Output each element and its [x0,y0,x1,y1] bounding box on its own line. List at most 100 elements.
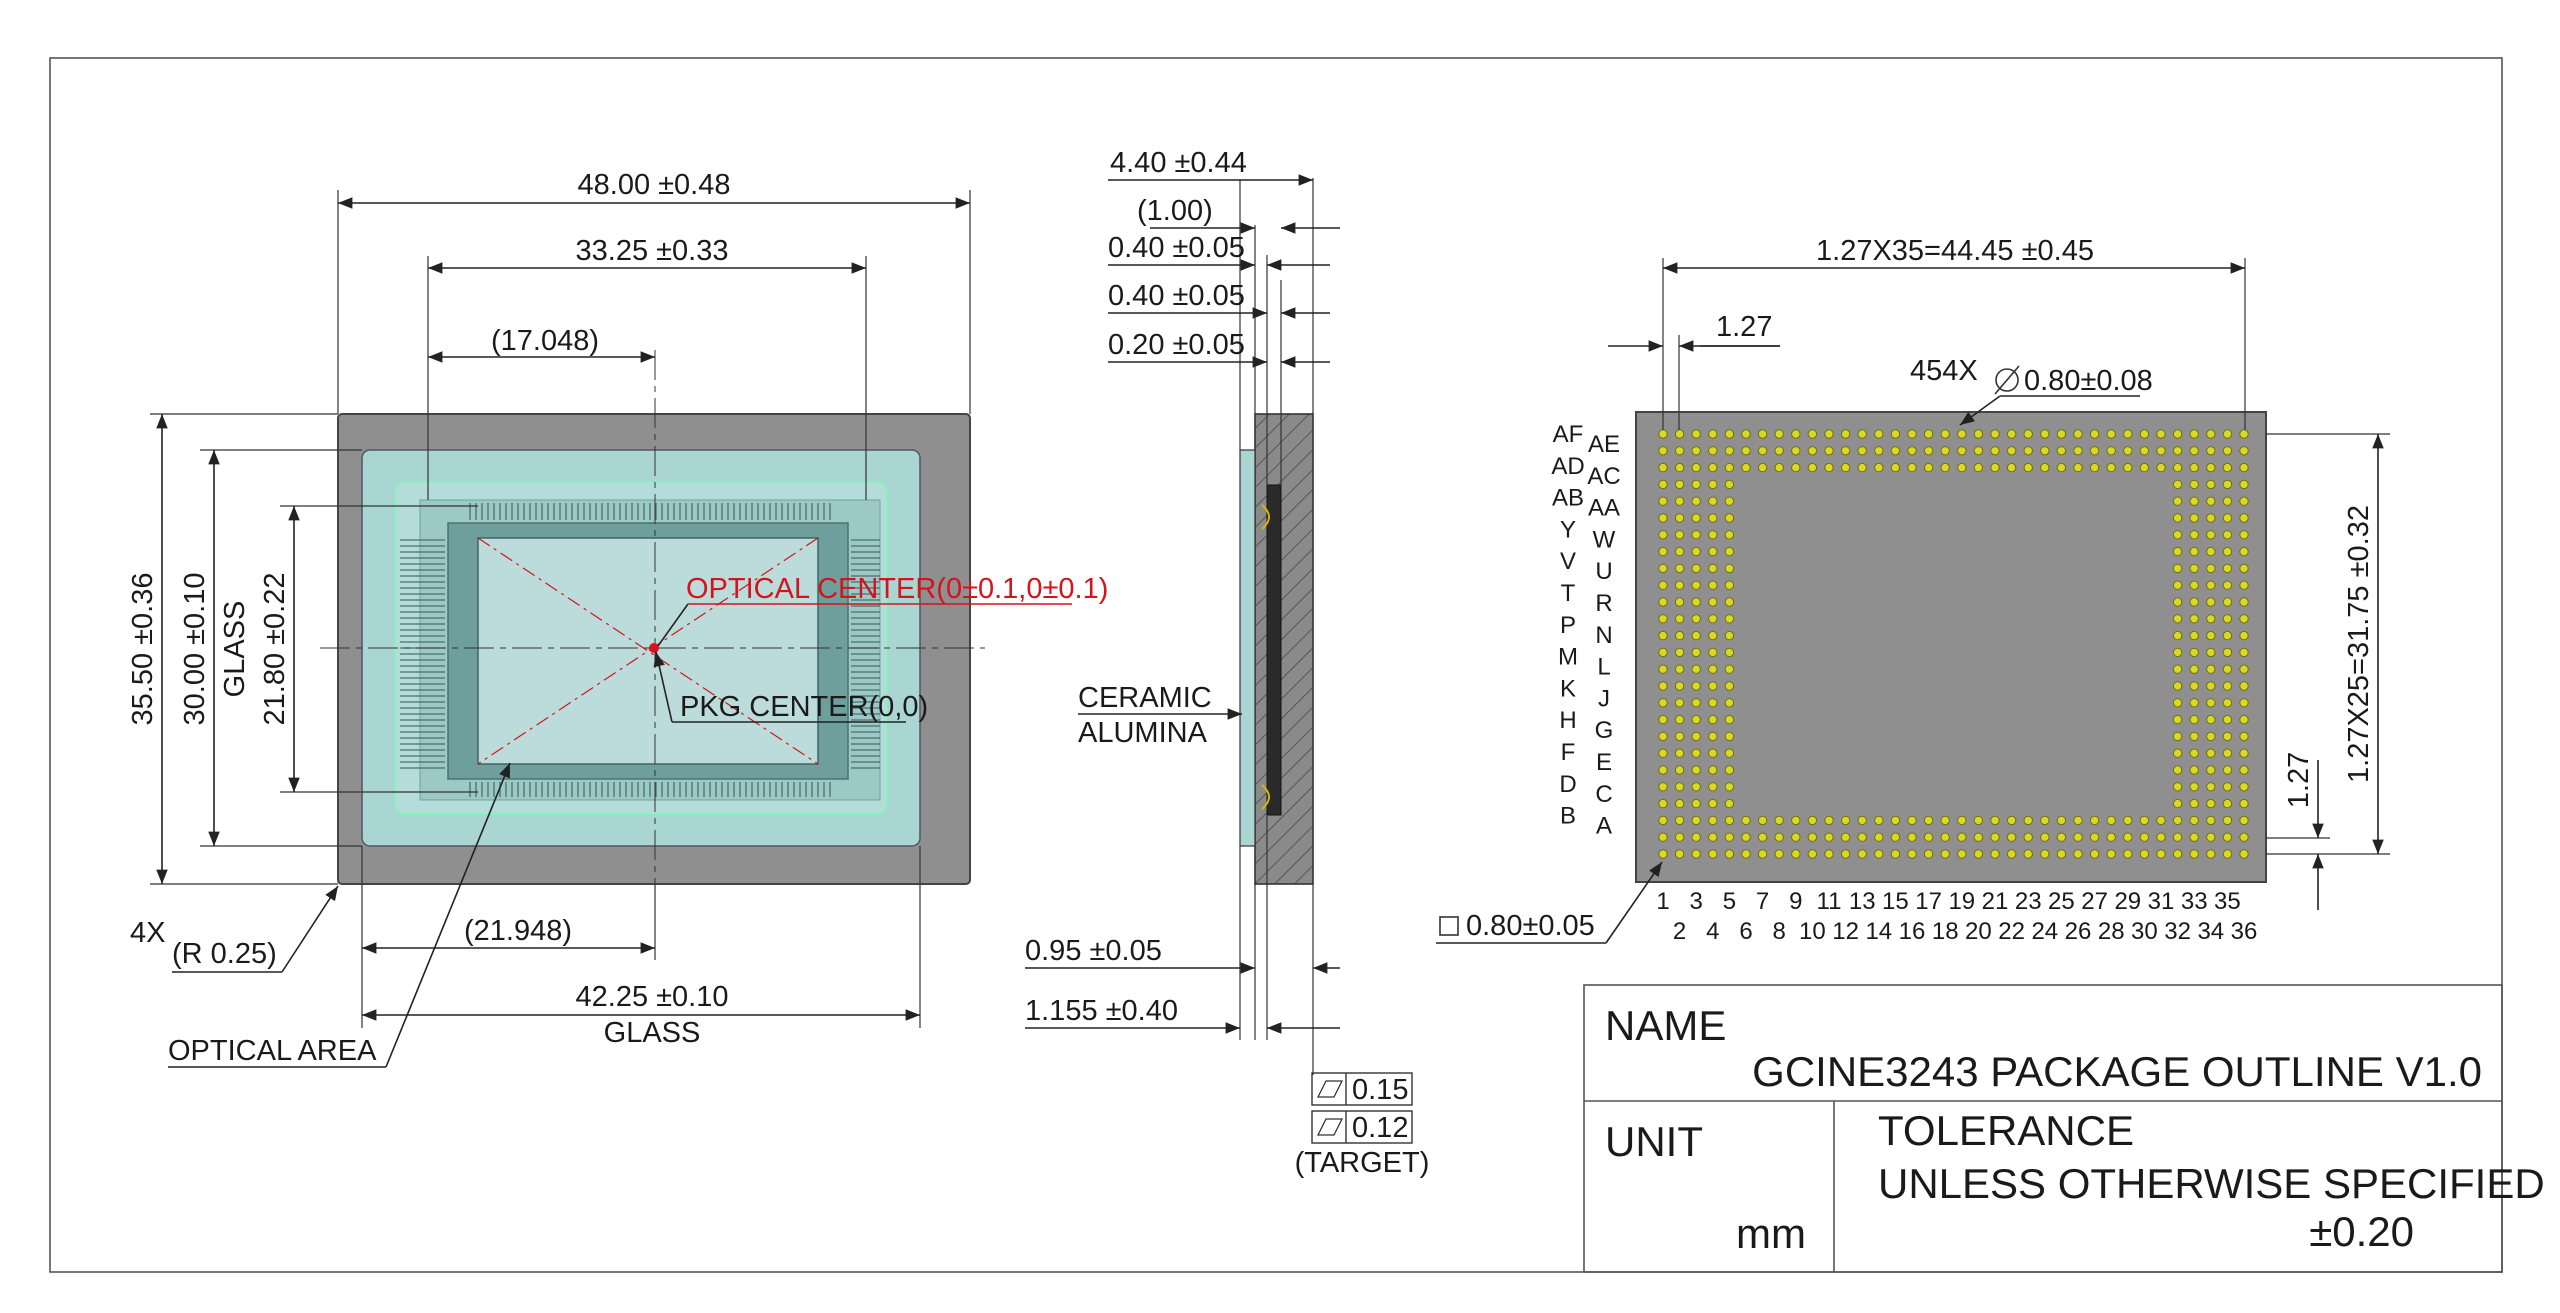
solder-ball [1674,832,1685,842]
solder-ball [1691,479,1701,490]
solder-ball [1674,815,1685,826]
solder-ball [1708,462,1718,473]
solder-ball [1691,664,1701,674]
column-label: 35 [2214,888,2241,915]
solder-ball [2172,563,2183,574]
row-label: U [1595,558,1612,585]
solder-ball [2239,849,2249,859]
solder-ball [1840,446,1851,456]
solder-ball [1658,479,1668,490]
column-label: 6 [1739,918,1752,945]
solder-ball [2172,782,2183,792]
solder-ball [2040,462,2050,473]
ball-diameter: 0.80±0.08 [2024,365,2153,397]
solder-ball [1957,429,1967,439]
row-label: V [1560,548,1576,575]
solder-ball [1973,815,1984,826]
solder-ball [2056,429,2067,439]
solder-ball [2222,765,2233,775]
solder-ball [1890,429,1901,439]
solder-ball [2172,530,2183,540]
solder-ball [2206,698,2216,708]
tolerance-note: UNLESS OTHERWISE SPECIFIED [1878,1160,2545,1207]
solder-ball [1741,849,1751,859]
solder-ball [1807,462,1818,473]
dim-pitch-x: 1.27X35=44.45 ±0.45 [1816,235,2094,267]
solder-ball [2206,630,2216,641]
solder-ball [1674,513,1685,523]
solder-ball [1724,698,1735,708]
solder-ball [1840,815,1851,826]
solder-ball [1923,832,1934,842]
solder-ball [2073,446,2083,456]
solder-ball [1791,849,1801,859]
solder-ball [1708,798,1718,809]
solder-ball [2239,446,2249,456]
solder-ball [1724,563,1735,574]
solder-ball [1691,597,1701,607]
solder-ball [2239,698,2249,708]
solder-ball [1691,849,1701,859]
solder-ball [2172,429,2183,439]
solder-ball [1724,664,1735,674]
solder-ball [2189,580,2199,590]
solder-ball [1774,849,1784,859]
solder-ball [1990,429,2000,439]
tolerance-label: TOLERANCE [1878,1107,2134,1154]
solder-ball [1907,832,1917,842]
solder-ball [2172,731,2183,742]
solder-ball [1724,731,1735,742]
solder-ball [1857,446,1867,456]
solder-ball [1973,832,1984,842]
column-label: 32 [2164,918,2191,945]
solder-ball [1824,849,1834,859]
solder-ball [2156,815,2166,826]
solder-ball [2239,530,2249,540]
solder-ball [1724,513,1735,523]
solder-ball [1857,849,1867,859]
solder-ball [2006,849,2017,859]
solder-ball [1691,748,1701,758]
ceramic-body [1254,413,1314,885]
solder-ball [1724,597,1735,607]
pad-size: 0.80±0.05 [1466,910,1595,942]
solder-ball [1824,462,1834,473]
solder-ball [1907,815,1917,826]
solder-ball [1973,462,1984,473]
solder-ball [2189,698,2199,708]
solder-ball [2222,698,2233,708]
solder-ball [1741,429,1751,439]
solder-ball [1658,614,1668,624]
die-layer [1266,484,1282,816]
solder-ball [2222,563,2233,574]
solder-ball [2222,496,2233,506]
solder-ball [1907,849,1917,859]
solder-ball [1674,731,1685,742]
solder-ball [1724,782,1735,792]
ball-grid [1658,429,2249,859]
solder-ball [1708,832,1718,842]
row-label: N [1595,622,1612,649]
optical-area-rect [477,537,819,765]
row-label: AB [1552,485,1584,512]
solder-ball [1691,714,1701,725]
solder-ball [2239,614,2249,624]
solder-ball [1724,546,1735,557]
dim-side-4: 0.20 ±0.05 [1108,329,1245,361]
solder-ball [2040,832,2050,842]
solder-ball [2172,479,2183,490]
row-label: AA [1588,495,1620,522]
solder-ball [1658,446,1668,456]
solder-ball [2239,815,2249,826]
solder-ball [1674,563,1685,574]
solder-ball [2089,832,2100,842]
bottom-view: 1.27X35=44.45 ±0.45 1.27 454X 0.80±0.08 … [1436,235,2390,945]
solder-ball [2206,429,2216,439]
solder-ball [2172,681,2183,691]
solder-ball [2139,815,2150,826]
dim-package-width: 48.00 ±0.48 [578,169,731,201]
dim-glass-width: 42.25 ±0.10 [576,981,729,1013]
solder-ball [2239,546,2249,557]
row-label: H [1559,707,1576,734]
